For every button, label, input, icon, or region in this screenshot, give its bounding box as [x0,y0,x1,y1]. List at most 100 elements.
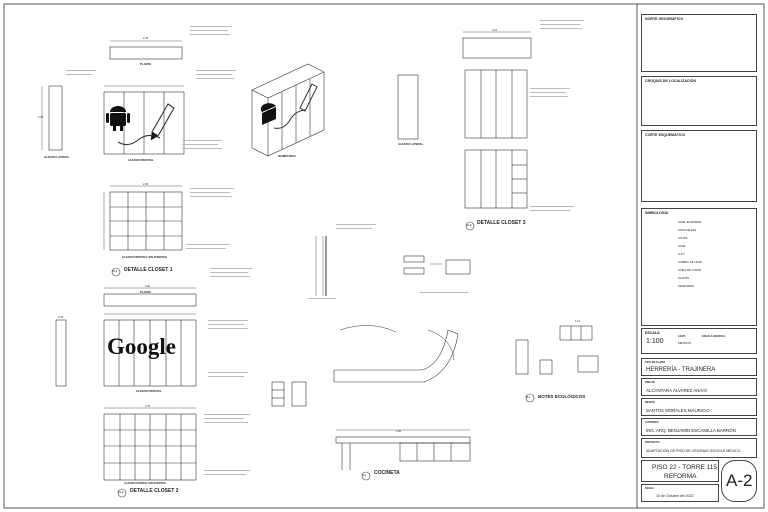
botes-title: BOTES ECOLÓGICOS [538,394,586,399]
detalle-closet-3-title: DETALLE CLOSET 3 [477,220,526,226]
sheet-number-box: A-2 [721,460,757,502]
tipo-plano-label: TIPO DE PLANO [645,361,666,364]
legend-item: CAMBIO DE NIVEL [678,260,703,264]
legend-item: NIVEL EN BORDE [678,220,702,224]
legend-item: PLAFÓN [678,276,690,280]
closet-3-planta [462,31,532,59]
dim-label: 0.91 [492,29,498,32]
closet-2-alzado-frontal [103,313,197,387]
fecha-value: 10 de Octubre del 2022 [656,494,694,498]
escala-grafica-label: ESCALA GRÁFICA [702,335,726,338]
closet-3-alzado-lateral [397,74,419,140]
sheet-number: A-2 [726,471,753,490]
section-detail-vertical [315,236,327,296]
planta-label: PLANTA [140,62,152,66]
title-block-frame [3,3,765,509]
tag-cl3-circle [465,221,475,231]
simbologia-label: SIMBOLOGÍA [645,211,669,215]
piso-value: PISO 22 - TORRE 115 [652,464,718,471]
closet-2-alzado-lateral [55,319,67,387]
escala-label: ESCALA [645,331,660,335]
acot-value: METROS [678,341,691,345]
norte-box: NORTE GEOGRÁFICO [641,14,757,72]
legend-item: PERFORMA [678,284,694,288]
c1-tag: C-1 [362,474,366,477]
dim-label: 2.45 [143,183,149,186]
escala-value: 1:100 [646,338,664,345]
tag-c1-circle [361,471,371,481]
reviso-value: SANTOS MORALES MAURICIO [646,408,710,413]
alzado-lateral-label: ALZADO LATERAL [44,155,70,159]
estante-lateral [271,381,307,407]
closet-2-planta [103,287,197,307]
tag-cl1-circle [111,267,121,277]
sin-puertas-label-1: ALZADO FRONTAL SIN PUERTAS [122,255,167,259]
android-robot-graphic [106,106,130,131]
cl3-tag: CL-3 [466,224,472,227]
proyecto-box: PROYECTO ADAPTACIÓN DE PISO DE OFICINAS … [641,438,757,458]
b1-tag: B-1 [526,396,530,399]
detalle-closet-2-title: DETALLE CLOSET 2 [130,488,179,494]
botes-planta [559,325,593,341]
sin-puertas-label-2: ALZADO FRONTAL SIN PUERTAS [124,482,166,485]
croquis-box: CROQUIS DE LOCALIZACIÓN [641,76,757,126]
escala-box: ESCALA 1:100 ACOT. METROS ESCALA GRÁFICA [641,328,757,354]
dim-label: 2.00 [396,430,402,433]
closet-2-sin-puertas [103,407,197,481]
legend-item: ZONA DE EJE [678,228,697,232]
fecha-label: FECHA [645,487,654,490]
legend-item: NIVEL [678,244,687,248]
detalle-closet-1-title: DETALLE CLOSET 1 [124,267,173,273]
closet-1-sin-puertas [103,185,183,251]
reviso-label: REVISÓ [645,401,655,404]
dibujo-box: DIBUJÓ ALCANTARA ÁLVAREZ ANAHÍ [641,378,757,396]
corte-label: CORTE ESQUEMÁTICO [645,133,686,137]
closet-3-alzado-frontal [464,69,528,139]
annotation-notes [66,20,584,475]
acot-label: ACOT. [678,335,686,338]
dim-label: 1.10 [575,320,581,323]
closet-3-sin-puertas [464,149,528,209]
cocineta-alzado [335,429,471,470]
planta-label-2: PLANTA [140,290,152,294]
autorizo-value: ING. ARQ. BENJAMÍN ESCAMILLA BARRÓN [646,428,736,433]
botes-alzado [515,339,599,375]
cocineta-planta [333,325,459,383]
legend-item: COTAS [678,236,688,240]
cl2-tag: CL-2 [118,491,124,494]
legend-item: N.P.T [678,252,685,256]
closet-1-isometrico [251,63,325,157]
pencil-graphic [117,103,175,146]
dim-label: 3.00 [145,285,151,288]
isometrico-label: ISOMÉTRICO [278,154,296,158]
closet-1-alzado-frontal [103,85,185,155]
dim-label: 2.45 [38,116,44,119]
closet-1-planta [109,40,183,60]
alzado-lateral-label-3: ALZADO LATERAL [398,142,424,146]
tag-b1-circle [525,393,535,403]
norte-label: NORTE GEOGRÁFICO [645,17,684,21]
legend-item: LÍNEA DE CORTE [678,268,702,272]
hinge-detail [403,255,471,275]
alzado-frontal-label: ALZADO FRONTAL [128,158,154,162]
dibujo-value: ALCANTARA ÁLVAREZ ANAHÍ [646,388,707,393]
cl1-tag: CL-1 [112,270,118,273]
corte-box: CORTE ESQUEMÁTICO [641,130,757,202]
proyecto-label: PROYECTO [645,441,660,444]
proyecto-value: ADAPTACIÓN DE PISO DE OFICINAS GOOGLE MÉ… [646,449,741,453]
tipo-plano-box: TIPO DE PLANO HERRERÍA - TRAJINERA [641,358,757,376]
autorizo-label: AUTORIZÓ [645,421,659,424]
piso-box: PISO 22 - TORRE 115 REFORMA [641,460,719,482]
google-logo: Google [107,334,176,359]
croquis-label: CROQUIS DE LOCALIZACIÓN [645,79,696,83]
dibujo-label: DIBUJÓ [645,381,655,384]
dim-label: 2.45 [143,37,149,40]
autorizo-box: AUTORIZÓ ING. ARQ. BENJAMÍN ESCAMILLA BA… [641,418,757,436]
reviso-box: REVISÓ SANTOS MORALES MAURICIO [641,398,757,416]
tag-cl2-circle [117,488,127,498]
tipo-plano-value: HERRERÍA - TRAJINERA [646,367,716,373]
simbologia-box: SIMBOLOGÍA NIVEL EN BORDE ZONA DE EJE CO… [641,208,757,326]
dim-label: 0.45 [58,316,64,319]
cocineta-title: COCINETA [374,470,400,476]
alzado-frontal-label-2: ALZADO FRONTAL [136,389,162,393]
